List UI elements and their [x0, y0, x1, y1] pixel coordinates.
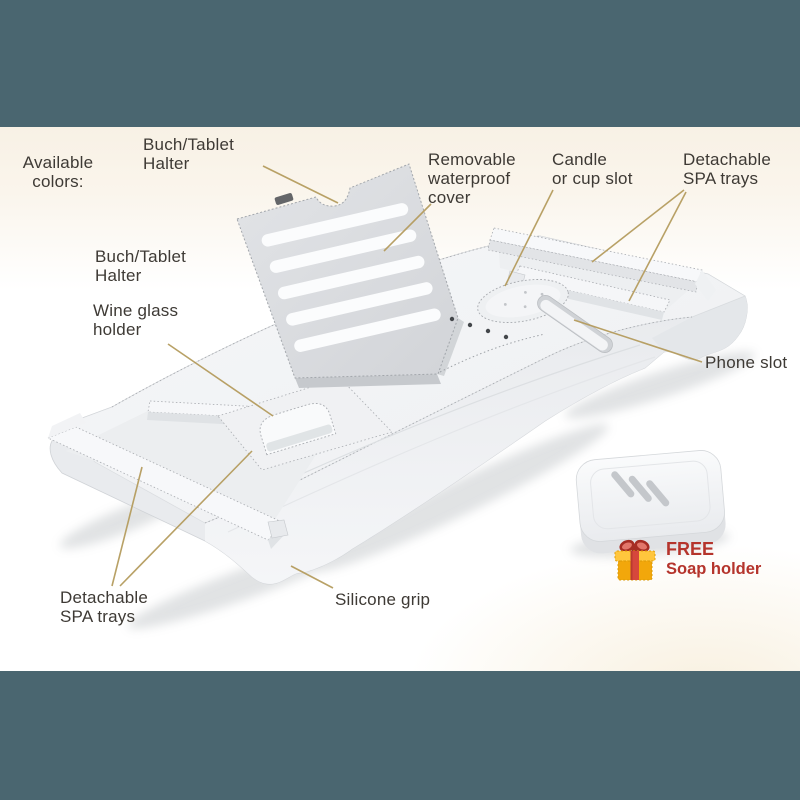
phone-slot-label: Phone slot: [705, 353, 788, 372]
callout-line-phone-slot: [573, 319, 703, 363]
tablet-holder-top-label: Buch/Tablet Halter: [143, 135, 235, 174]
callout-line-tablet-holder-top: [262, 165, 339, 204]
tablet-holder-left-label: Buch/Tablet Halter: [95, 247, 187, 286]
tablet-holder-stand: [236, 163, 546, 388]
callout-line-wine-glass: [167, 343, 274, 417]
wine-glass-holder-slot: [217, 377, 393, 471]
wine-glass-holder-label: Wine glass holder: [93, 301, 179, 340]
callout-line-spa-left-b: [119, 450, 253, 587]
callout-line-candle-slot: [504, 189, 554, 287]
gift-icon: [614, 539, 656, 581]
phone-slot-groove: [537, 295, 613, 353]
available-colors-label: Available colors:: [22, 153, 94, 192]
callout-line-silicone-grip: [290, 565, 334, 589]
bathtub-caddy-illustration: [46, 163, 756, 629]
ratchet-dots: [449, 316, 509, 340]
removable-cover-label: Removable waterproof cover: [428, 150, 516, 208]
spa-trays-left-label: Detachable SPA trays: [60, 588, 149, 627]
candle-slot-label: Candle or cup slot: [552, 150, 633, 189]
bottom-letterbox-bar: [0, 671, 800, 800]
soap-dish-slots: [611, 471, 670, 507]
callout-lines: [111, 165, 703, 589]
spa-trays-right-label: Detachable SPA trays: [683, 150, 772, 189]
top-letterbox-bar: [0, 0, 800, 127]
callout-line-spa-left-a: [111, 466, 143, 587]
soap-dish: [570, 450, 730, 558]
callout-line-spa-right-b: [628, 191, 687, 302]
stand-stopper: [274, 193, 294, 205]
silicone-grip-label: Silicone grip: [335, 590, 431, 609]
free-soap-holder-label: FREE Soap holder: [666, 539, 762, 578]
callout-line-removable-cover: [383, 203, 432, 252]
callout-line-spa-right-a: [591, 189, 685, 263]
